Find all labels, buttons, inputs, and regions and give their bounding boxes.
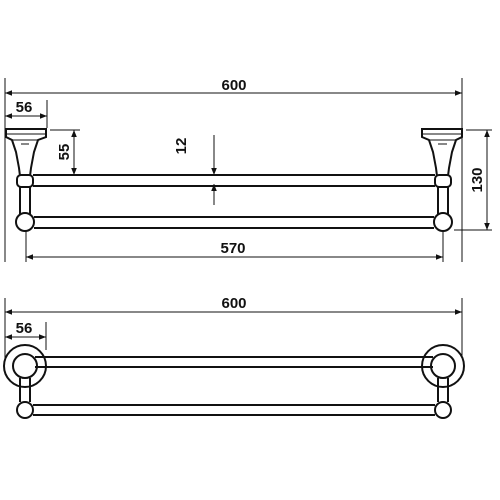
plan-rear-bar — [33, 404, 435, 416]
dim-overall-width-top: 600 — [4, 77, 463, 262]
dim-600-top-label: 600 — [221, 77, 246, 94]
dim-tube-diameter: 12 — [173, 135, 217, 205]
dim-bracket-width-plan: 56 — [5, 320, 47, 350]
plan-front-bar — [35, 356, 433, 368]
dim-600-plan-label: 600 — [221, 295, 246, 312]
dim-56-plan-label: 56 — [16, 320, 33, 337]
dim-55-label: 55 — [56, 144, 73, 161]
right-post — [433, 187, 453, 232]
right-wall-bracket — [421, 128, 463, 188]
dim-bracket-drop: 55 — [50, 129, 80, 176]
dim-center-distance: 570 — [25, 226, 444, 262]
left-post — [15, 187, 35, 232]
plan-left-arm — [16, 378, 34, 419]
front-elevation-view: 600 56 55 12 130 — [4, 77, 492, 262]
left-rosette — [3, 344, 47, 388]
left-wall-bracket — [5, 128, 47, 188]
upper-towel-bar — [33, 174, 435, 187]
lower-towel-bar — [34, 216, 434, 229]
right-rosette — [421, 344, 465, 388]
plan-view: 600 56 — [3, 295, 465, 419]
dim-570-label: 570 — [220, 240, 245, 257]
dim-bracket-width-top: 56 — [5, 99, 48, 128]
dim-overall-height: 130 — [454, 129, 492, 231]
plan-right-arm — [434, 378, 452, 419]
dim-130-label: 130 — [469, 167, 486, 192]
dim-12-label: 12 — [173, 138, 190, 155]
dim-overall-width-plan: 600 — [4, 295, 463, 360]
dim-56-top-label: 56 — [16, 99, 33, 116]
